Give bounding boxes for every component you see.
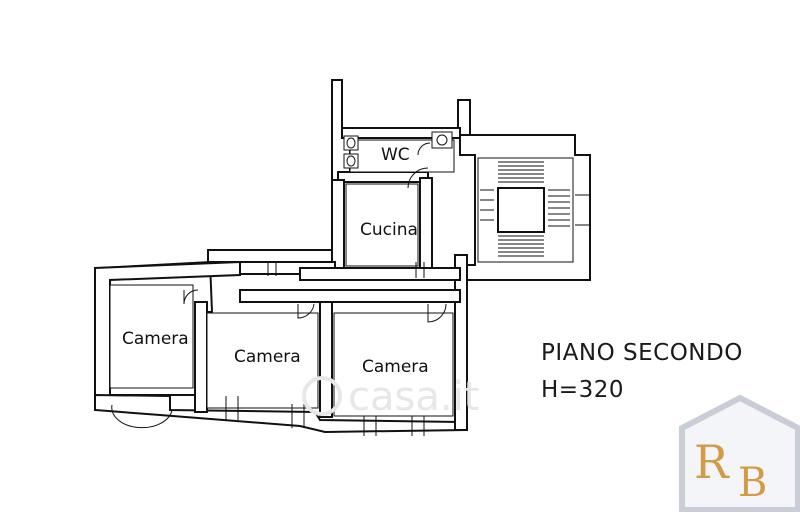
room-label-camera-3: Camera <box>362 357 429 377</box>
room-label-camera-2: Camera <box>234 347 301 367</box>
room-label-camera-1: Camera <box>122 329 189 349</box>
staircase <box>477 157 574 263</box>
room-label-wc: WC <box>381 145 410 165</box>
height-label: H=320 <box>541 377 624 403</box>
wc-fixtures <box>343 131 453 169</box>
windows <box>111 194 590 436</box>
casa-watermark: casa.it <box>302 374 479 420</box>
rb-logo: R B <box>679 394 800 512</box>
interior-rooms <box>109 139 455 417</box>
room-label-cucina: Cucina <box>360 220 418 240</box>
floor-title: PIANO SECONDO <box>541 340 743 366</box>
watermark-text: casa.it <box>348 374 479 420</box>
doors <box>183 142 447 323</box>
logo-letter-r: R <box>694 435 730 489</box>
logo-letter-b: B <box>738 460 767 506</box>
